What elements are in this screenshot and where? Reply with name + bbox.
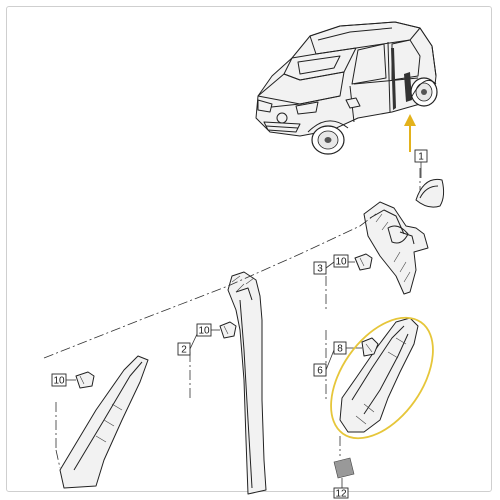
highlight-arrow bbox=[404, 114, 416, 152]
svg-text:2: 2 bbox=[181, 345, 187, 356]
part-10-clip-b-pillar bbox=[211, 321, 237, 339]
part-3-rear-pillar-trim bbox=[363, 201, 429, 295]
highlight-ellipse bbox=[330, 316, 434, 440]
svg-text:8: 8 bbox=[337, 344, 343, 355]
callout-12: 12 bbox=[333, 487, 349, 500]
part-1-cap bbox=[415, 162, 445, 208]
part-2-b-pillar-trim bbox=[227, 271, 267, 495]
callout-8: 8 bbox=[333, 341, 347, 355]
callout-3: 3 bbox=[313, 261, 335, 275]
part-10-clip-a-pillar bbox=[66, 371, 95, 389]
callout-10-a-pillar: 10 bbox=[51, 373, 67, 387]
callout-10-rear: 10 bbox=[333, 254, 349, 268]
svg-text:12: 12 bbox=[335, 489, 347, 500]
a-pillar-trim bbox=[59, 355, 149, 489]
svg-text:10: 10 bbox=[53, 376, 65, 387]
callout-2: 2 bbox=[177, 331, 199, 356]
svg-text:10: 10 bbox=[335, 257, 347, 268]
construction-lines bbox=[43, 168, 421, 469]
svg-text:1: 1 bbox=[418, 152, 424, 163]
car-illustration bbox=[255, 21, 438, 155]
part-10-clip-rear-pillar bbox=[346, 253, 373, 271]
callout-10-b-pillar: 10 bbox=[196, 323, 212, 337]
callout-6: 6 bbox=[313, 349, 335, 377]
part-12-pad bbox=[333, 457, 355, 488]
svg-text:3: 3 bbox=[317, 264, 323, 275]
part-8-clip bbox=[346, 337, 379, 357]
svg-text:6: 6 bbox=[317, 366, 323, 377]
part-6-lower-pillar-trim bbox=[339, 317, 419, 433]
svg-text:10: 10 bbox=[198, 326, 210, 337]
callout-1: 1 bbox=[414, 149, 428, 163]
